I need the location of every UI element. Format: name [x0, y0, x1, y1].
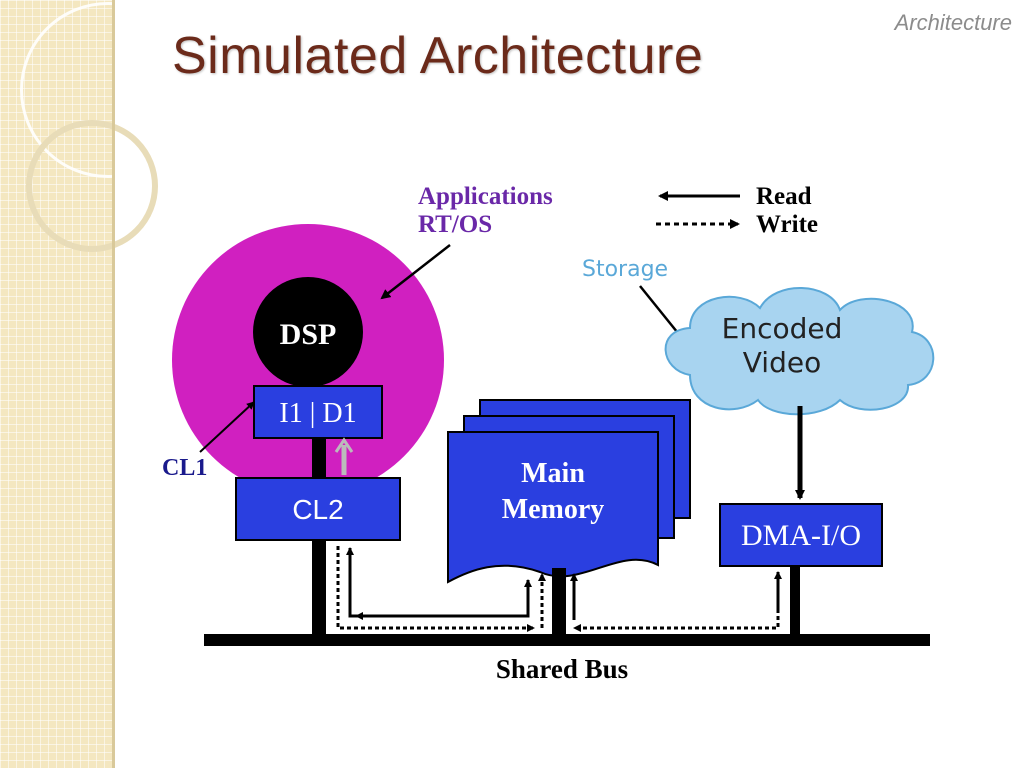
- cloud-label-line1: Encoded: [722, 312, 843, 345]
- decorative-ring: [26, 120, 158, 252]
- write-up-arrow-head: [334, 437, 354, 453]
- memory-page-front: [447, 431, 659, 584]
- sidebar-pattern: [0, 0, 196, 768]
- cl1-label: CL1: [162, 455, 207, 481]
- cl1-pointer-arrow: [199, 401, 255, 453]
- architecture-diagram: DSP I1 | D1 CL1 CL2 Applications RT/OS R…: [162, 183, 935, 684]
- rtos-label: RT/OS: [418, 211, 492, 238]
- cl2-bus-link: [312, 540, 326, 636]
- cl2-box: [235, 477, 401, 541]
- cloud-label-line2: Video: [743, 346, 821, 379]
- cl2-label: CL2: [292, 494, 343, 525]
- applications-pointer-arrow: [380, 244, 451, 300]
- l1-cache-label: I1 | D1: [279, 398, 356, 429]
- legend-write-label: Write: [756, 211, 818, 238]
- applications-label: Applications: [418, 183, 553, 210]
- dma-io-box: [719, 503, 883, 567]
- dsp-circle: [253, 277, 363, 387]
- memory-bus-link: [552, 568, 566, 636]
- legend-read-label: Read: [756, 183, 812, 210]
- section-label: Architecture: [894, 10, 1012, 35]
- main-memory-label-line1: Main: [521, 458, 585, 489]
- sidebar-edge: [112, 0, 115, 768]
- shared-bus-label: Shared Bus: [496, 654, 628, 684]
- slide-title: Simulated Architecture: [172, 27, 704, 85]
- dma-memory-write-path: [573, 574, 780, 632]
- dma-io-label: DMA-I/O: [741, 519, 861, 552]
- dsp-label: DSP: [280, 318, 337, 351]
- shared-bus: [204, 634, 930, 646]
- storage-label: Storage: [582, 257, 668, 282]
- l1-cl2-link: [312, 438, 326, 478]
- main-memory-label-line2: Memory: [502, 494, 605, 525]
- cl2-memory-write-path: [336, 546, 535, 632]
- l1-cache-box: [253, 385, 383, 439]
- encoded-video-cloud: [664, 287, 935, 416]
- dma-bus-link: [790, 566, 800, 636]
